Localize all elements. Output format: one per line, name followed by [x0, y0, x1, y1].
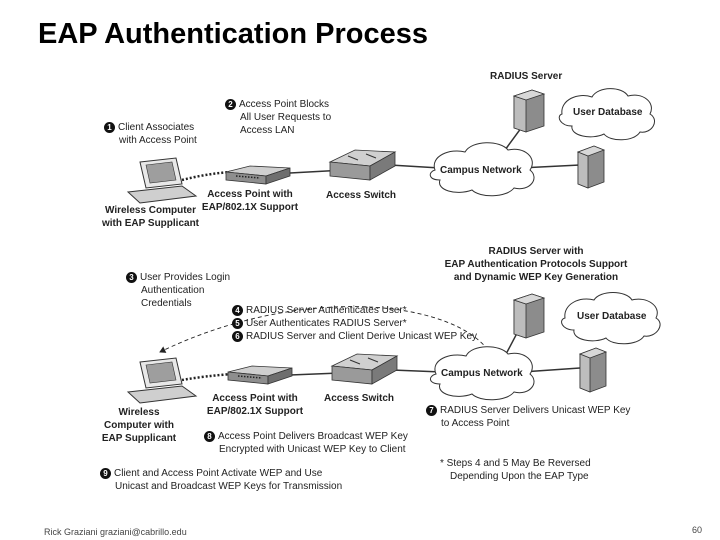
radius-server-eap-label: RADIUS Server with EAP Authentication Pr… [436, 245, 636, 284]
wireless-computer-label: Wireless Computer with EAP Supplicant [98, 204, 203, 230]
access-point-label: Access Point with EAP/802.1X Support [205, 392, 305, 418]
wireless-computer-line2: Computer with [104, 420, 174, 431]
step-2-line2: All User Requests to [240, 112, 332, 123]
radius-eap-line2: EAP Authentication Protocols Support [444, 259, 628, 270]
user-database-cloud [558, 88, 655, 141]
step-3-line3: Credentials [141, 298, 192, 309]
step-badge: 4 [232, 305, 243, 316]
radius-eap-line1: RADIUS Server with [488, 246, 584, 257]
step-3-line2: Authentication [141, 285, 205, 296]
access-point-label-line2: EAP/802.1X Support [201, 202, 299, 213]
radius-server-label: RADIUS Server [490, 71, 563, 82]
access-switch-label: Access Switch [324, 393, 395, 404]
link-line [389, 164, 441, 169]
user-database-cloud [561, 292, 661, 345]
footnote: * Steps 4 and 5 May Be Reversed Dependin… [440, 457, 591, 483]
step-badge: 6 [232, 331, 243, 342]
step-badge: 5 [232, 318, 243, 329]
step-9-line2: Unicast and Broadcast WEP Keys for Trans… [115, 481, 343, 492]
campus-network-label: Campus Network [441, 368, 523, 379]
laptop-icon [126, 157, 198, 204]
step-8-line1: Access Point Delivers Broadcast WEP Key [218, 431, 408, 442]
access-switch-icon [330, 353, 399, 385]
step-badge: 1 [104, 122, 115, 133]
wireless-link [181, 170, 231, 182]
laptop-icon [126, 357, 198, 404]
campus-network-label: Campus Network [440, 165, 522, 176]
step-7-line1: RADIUS Server Delivers Unicast WEP Key [440, 405, 631, 416]
campus-network-cloud [430, 346, 535, 401]
step-3-line1: User Provides Login [140, 272, 231, 283]
step-1-line2: with Access Point [119, 135, 197, 146]
radius-server-icon [512, 293, 546, 339]
step-badge: 8 [204, 431, 215, 442]
step-badge: 3 [126, 272, 137, 283]
link-line [391, 369, 443, 373]
footer-author: Rick Graziani graziani@cabrillo.edu [44, 527, 187, 537]
step-9-line1: Client and Access Point Activate WEP and… [114, 468, 323, 479]
step-badge: 2 [225, 99, 236, 110]
footnote-line2: Depending Upon the EAP Type [450, 471, 589, 482]
wireless-computer-label: Wireless Computer with EAP Supplicant [98, 406, 180, 445]
footnote-line1: * Steps 4 and 5 May Be Reversed [440, 458, 591, 469]
wireless-link [181, 372, 233, 382]
step-8-line2: Encrypted with Unicast WEP Key to Client [219, 444, 406, 455]
wireless-computer-line1: Wireless [118, 407, 160, 418]
step-1-line1: Client Associates [118, 122, 195, 133]
wireless-computer-line3: EAP Supplicant [101, 433, 177, 444]
page-number: 60 [691, 525, 702, 535]
step-4-text: RADIUS Server Authenticates User* [246, 305, 407, 316]
wireless-computer-line2: with EAP Supplicant [101, 218, 200, 229]
user-database-label: User Database [577, 311, 647, 322]
slide-title: EAP Authentication Process [38, 18, 428, 50]
step-badge: 7 [426, 405, 437, 416]
database-server-icon [578, 347, 608, 393]
access-switch-label: Access Switch [326, 190, 397, 201]
auth-arrow [159, 306, 489, 353]
step-5-text: User Authenticates RADIUS Server* [246, 318, 407, 329]
step-7-line2: to Access Point [441, 418, 510, 429]
step-6-text: RADIUS Server and Client Derive Unicast … [246, 331, 478, 342]
access-point-icon [227, 365, 293, 385]
database-server-icon [576, 145, 606, 189]
access-point-label-line2: EAP/802.1X Support [206, 406, 304, 417]
step-2-line1: Access Point Blocks [239, 99, 330, 110]
access-point-label-line1: Access Point with [207, 189, 293, 200]
wireless-computer-line1: Wireless Computer [104, 205, 197, 216]
access-switch-icon [328, 149, 397, 181]
radius-server-icon [512, 89, 546, 133]
campus-network-cloud [429, 142, 535, 197]
access-point-icon [225, 165, 291, 185]
step-2-line3: Access LAN [240, 125, 295, 136]
step-badge: 9 [100, 468, 111, 479]
radius-eap-line3: and Dynamic WEP Key Generation [453, 272, 619, 283]
access-point-label: Access Point with EAP/802.1X Support [200, 188, 300, 214]
user-database-label: User Database [573, 107, 643, 118]
access-point-label-line1: Access Point with [212, 393, 298, 404]
